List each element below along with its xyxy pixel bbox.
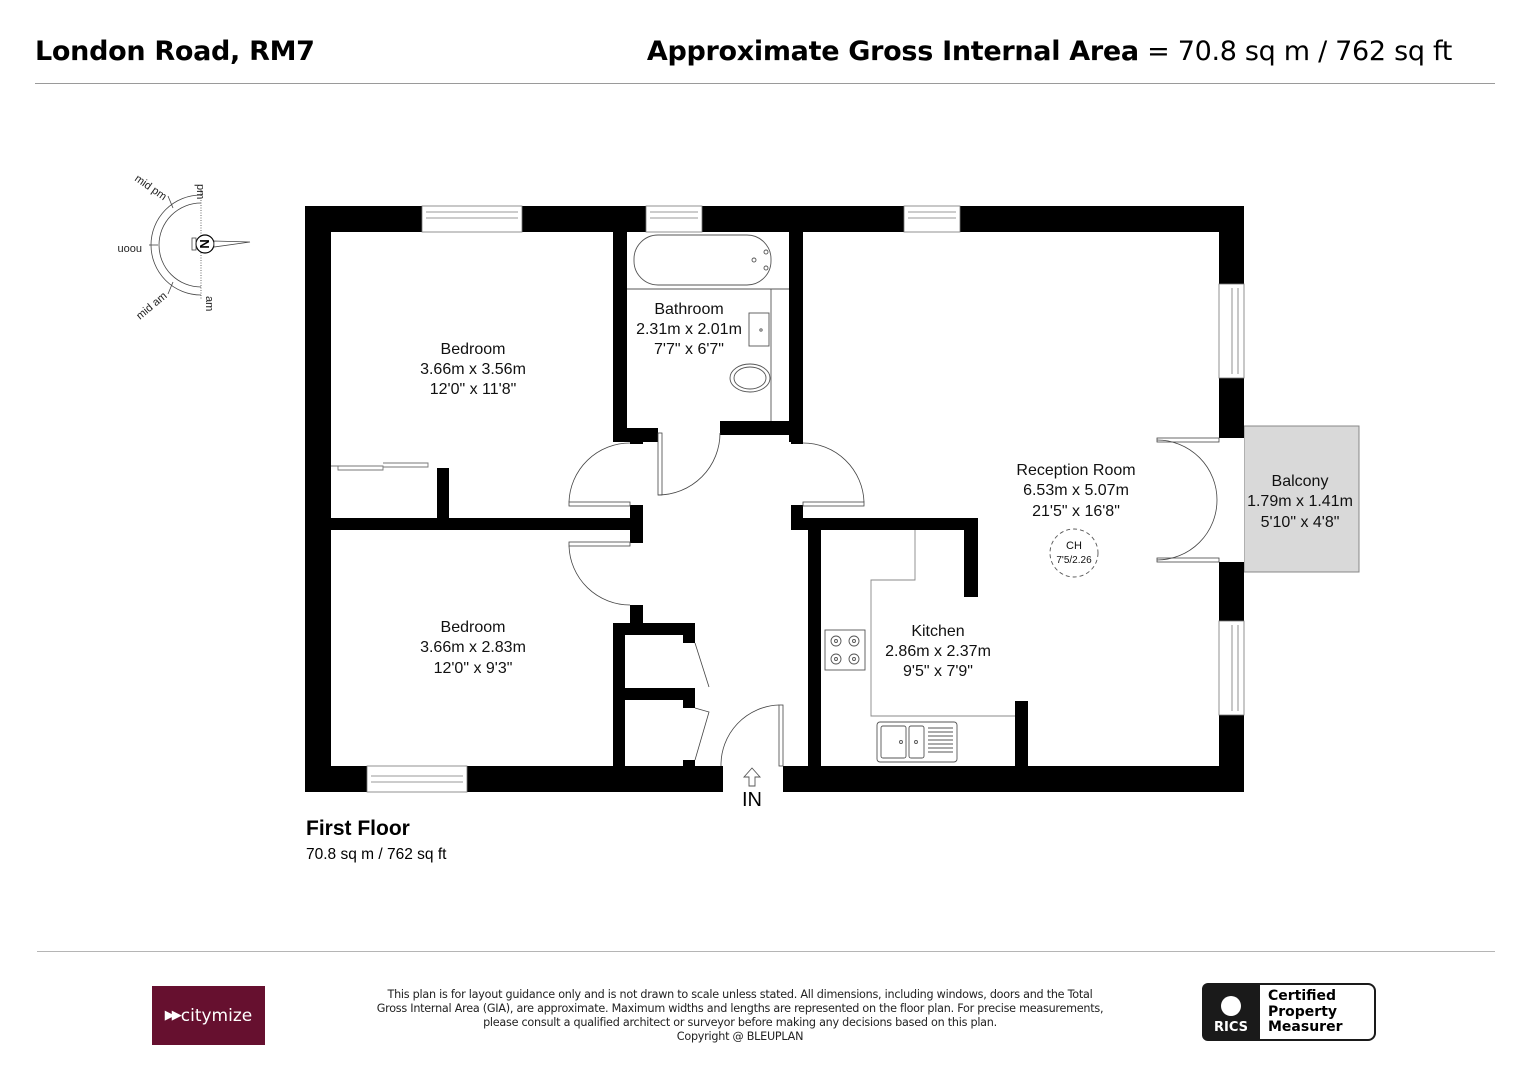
hob-icon — [824, 629, 866, 671]
footer-divider — [37, 951, 1495, 952]
floor-name: First Floor — [306, 817, 410, 840]
svg-text:Kitchen: Kitchen — [911, 623, 964, 640]
svg-text:21'5" x 16'8": 21'5" x 16'8" — [1032, 503, 1120, 520]
svg-text:3.66m x 3.56m: 3.66m x 3.56m — [420, 361, 526, 378]
bathtub-icon — [633, 234, 772, 286]
area-label: Approximate Gross Internal Area — [646, 36, 1139, 67]
room-bedroom-1: Bedroom 3.66m x 3.56m 12'0" x 11'8" — [420, 341, 526, 398]
kitchen-sink-icon — [876, 721, 958, 763]
svg-text:12'0" x 9'3": 12'0" x 9'3" — [434, 660, 513, 677]
svg-text:2.86m x 2.37m: 2.86m x 2.37m — [885, 643, 991, 660]
svg-text:CH: CH — [1066, 540, 1082, 552]
gross-internal-area: Approximate Gross Internal Area = 70.8 s… — [647, 36, 1452, 67]
compass-north-label: N — [197, 239, 212, 248]
rics-lion-icon — [1221, 996, 1241, 1016]
disclaimer: This plan is for layout guidance only an… — [376, 988, 1104, 1043]
walls — [305, 206, 1244, 792]
svg-text:12'0" x 11'8": 12'0" x 11'8" — [430, 381, 517, 398]
svg-text:3.66m x 2.83m: 3.66m x 2.83m — [420, 639, 526, 656]
entrance-label: IN — [742, 789, 762, 811]
doors[interactable] — [568, 432, 1220, 767]
rics-badge: RICS Certified Property Measurer — [1202, 983, 1376, 1041]
svg-text:am: am — [203, 296, 215, 311]
svg-text:6.53m x 5.07m: 6.53m x 5.07m — [1023, 482, 1129, 499]
svg-text:5'10" x 4'8": 5'10" x 4'8" — [1261, 514, 1340, 531]
svg-text:7'7" x 6'7": 7'7" x 6'7" — [654, 341, 724, 358]
svg-text:7'5/2.26: 7'5/2.26 — [1056, 555, 1092, 566]
room-balcony: Balcony 1.79m x 1.41m 5'10" x 4'8" — [1247, 473, 1353, 531]
svg-text:2.31m x 2.01m: 2.31m x 2.01m — [636, 321, 742, 338]
area-value: = 70.8 sq m / 762 sq ft — [1147, 36, 1452, 67]
svg-text:pm: pm — [194, 184, 206, 199]
header-divider — [35, 83, 1495, 84]
svg-text:Bathroom: Bathroom — [654, 301, 723, 318]
rics-org: RICS — [1214, 1020, 1248, 1035]
svg-text:Bedroom: Bedroom — [441, 341, 506, 358]
svg-text:mid am: mid am — [134, 290, 169, 322]
svg-text:1.79m x 1.41m: 1.79m x 1.41m — [1247, 493, 1353, 510]
compass-icon: N — [149, 190, 251, 300]
property-title: London Road, RM7 — [35, 36, 315, 67]
brand-name: citymize — [180, 1005, 253, 1026]
windows — [366, 205, 1245, 793]
svg-text:9'5" x 7'9": 9'5" x 7'9" — [903, 663, 973, 680]
fixtures — [331, 234, 1099, 763]
ceiling-height-marker — [1049, 528, 1099, 578]
room-bedroom-2: Bedroom 3.66m x 2.83m 12'0" x 9'3" — [420, 619, 526, 677]
floor-area: 70.8 sq m / 762 sq ft — [306, 846, 447, 863]
room-reception: Reception Room 6.53m x 5.07m 21'5" x 16'… — [1016, 462, 1135, 520]
room-bathroom: Bathroom 2.31m x 2.01m 7'7" x 6'7" — [636, 301, 742, 358]
toilet-icon — [729, 363, 771, 393]
svg-text:mid pm: mid pm — [132, 173, 168, 204]
balcony-area — [1243, 425, 1360, 573]
room-kitchen: Kitchen 2.86m x 2.37m 9'5" x 7'9" — [885, 623, 991, 680]
svg-text:Reception Room: Reception Room — [1016, 462, 1135, 479]
ceiling-height-label: CH 7'5/2.26 — [1056, 540, 1092, 566]
play-arrows-icon: ▶▶ — [164, 1008, 182, 1023]
entrance-arrow-icon — [742, 767, 762, 787]
washbasin-icon — [748, 312, 770, 347]
citymize-logo: ▶▶ citymize — [152, 986, 265, 1045]
svg-text:Balcony: Balcony — [1272, 473, 1329, 490]
svg-text:noon: noon — [118, 243, 142, 255]
svg-text:Bedroom: Bedroom — [441, 619, 506, 636]
